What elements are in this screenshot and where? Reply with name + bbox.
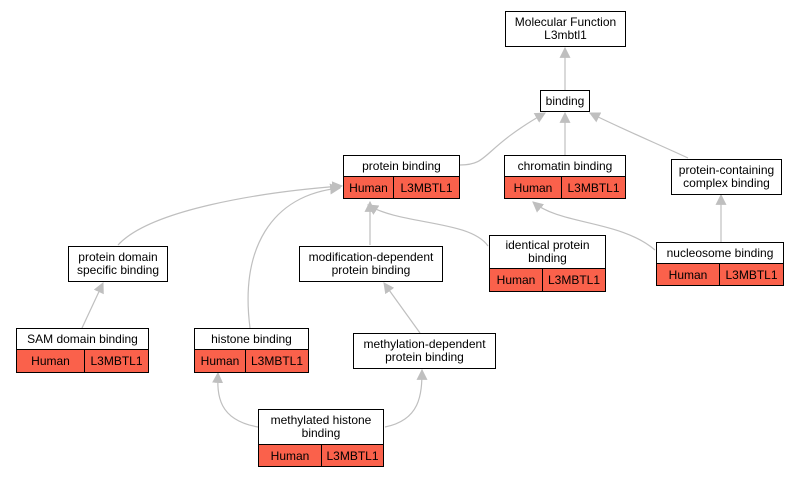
node-binding[interactable]: binding xyxy=(540,90,590,112)
gene-label: L3MBTL1 xyxy=(719,264,783,285)
annotation-protein-binding: Human L3MBTL1 xyxy=(343,177,460,199)
node-protein-binding[interactable]: protein binding xyxy=(343,155,460,177)
annotation-identical-protein-binding: Human L3MBTL1 xyxy=(489,269,606,292)
gene-label: L3MBTL1 xyxy=(245,350,308,372)
annotation-histone-binding: Human L3MBTL1 xyxy=(194,350,309,373)
annotation-nucleosome-binding: Human L3MBTL1 xyxy=(656,264,784,286)
species-label: Human xyxy=(490,269,542,291)
gene-label: L3MBTL1 xyxy=(542,269,605,291)
node-molecular-function[interactable]: Molecular Function L3mbtl1 xyxy=(505,11,626,47)
edge-mhb-to-hist xyxy=(212,371,259,428)
species-label: Human xyxy=(259,445,321,466)
annotation-chromatin-binding: Human L3MBTL1 xyxy=(504,177,626,199)
edge-pcc-to-binding xyxy=(589,112,689,159)
node-modification-dependent-protein-binding[interactable]: modification-dependent protein binding xyxy=(299,246,443,282)
edge-ipb-to-pb xyxy=(367,204,489,247)
gene-label: L3MBTL1 xyxy=(321,445,383,466)
species-label: Human xyxy=(657,264,719,285)
species-label: Human xyxy=(195,350,245,372)
gene-label: L3MBTL1 xyxy=(84,350,148,372)
node-identical-protein-binding[interactable]: identical protein binding xyxy=(489,235,606,269)
node-nucleosome-binding[interactable]: nucleosome binding xyxy=(656,242,784,264)
node-protein-domain-specific-binding[interactable]: protein domain specific binding xyxy=(68,246,168,282)
node-methylation-dependent-protein-binding[interactable]: methylation-dependent protein binding xyxy=(353,333,496,369)
annotation-sam-domain-binding: Human L3MBTL1 xyxy=(16,350,149,373)
edge-pb-to-binding xyxy=(459,112,546,166)
edge-meth-to-mod xyxy=(383,282,421,334)
node-methylated-histone-binding[interactable]: methylated histone binding xyxy=(258,409,384,445)
species-label: Human xyxy=(505,177,561,198)
node-protein-containing-complex-binding[interactable]: protein-containing complex binding xyxy=(671,159,782,195)
edge-mhb-to-meth xyxy=(384,368,428,428)
edge-pds-to-pb xyxy=(117,181,344,246)
edge-sam-to-pds xyxy=(81,282,104,329)
node-chromatin-binding[interactable]: chromatin binding xyxy=(504,155,626,177)
gene-label: L3MBTL1 xyxy=(561,177,625,198)
node-sam-domain-binding[interactable]: SAM domain binding xyxy=(16,328,149,350)
node-histone-binding[interactable]: histone binding xyxy=(194,328,309,350)
species-label: Human xyxy=(17,350,84,372)
gene-label: L3MBTL1 xyxy=(393,177,459,198)
edge-hist-to-pb xyxy=(247,183,342,329)
annotation-methylated-histone-binding: Human L3MBTL1 xyxy=(258,445,384,467)
edge-nuc-to-cb xyxy=(532,201,656,251)
species-label: Human xyxy=(344,177,393,198)
